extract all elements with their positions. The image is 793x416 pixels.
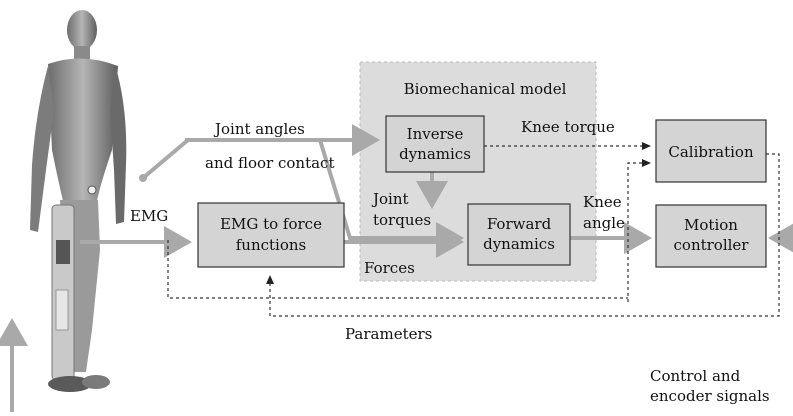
- floor-contact-to-forward-arrow: [185, 138, 464, 254]
- forward-dynamics-line-2: dynamics: [483, 235, 555, 253]
- forward-dynamics-block[interactable]: Forward dynamics: [467, 203, 571, 266]
- emg-to-force-line-1: EMG to force: [220, 215, 322, 233]
- emg-label: EMG: [130, 207, 168, 225]
- parameters-label: Parameters: [345, 325, 432, 343]
- motion-controller-line-1: Motion: [684, 216, 738, 234]
- forward-dynamics-line-1: Forward: [487, 215, 552, 233]
- inverse-dynamics-block[interactable]: Inverse dynamics: [385, 115, 485, 173]
- calibration-block[interactable]: Calibration: [655, 119, 767, 183]
- emg-to-force-block[interactable]: EMG to force functions: [197, 202, 345, 268]
- inverse-dynamics-line-2: dynamics: [399, 145, 471, 163]
- floor-contact-label: and floor contact: [205, 154, 334, 172]
- biomechanical-model-title: Biomechanical model: [404, 80, 567, 98]
- knee-torque-label: Knee torque: [521, 118, 615, 136]
- motion-controller-line-2: controller: [674, 236, 750, 254]
- control-signals-label-line-1: Control and: [650, 367, 741, 385]
- forces-label: Forces: [364, 259, 415, 277]
- emg-to-force-line-2: functions: [236, 236, 307, 254]
- knee-angle-label-line-2: angle: [583, 214, 625, 232]
- parameters-feedback-arrow: [266, 153, 780, 317]
- joint-angles-label: Joint angles: [213, 120, 305, 138]
- human-figure-illustration: [30, 10, 127, 392]
- joint-torques-label-line-2: torques: [373, 211, 431, 229]
- control-signals-label-line-2: encoder signals: [650, 387, 770, 405]
- calibration-label: Calibration: [668, 143, 754, 161]
- joint-torques-label-line-1: Joint: [371, 190, 409, 208]
- motion-controller-block[interactable]: Motion controller: [655, 204, 767, 268]
- knee-angle-label-line-1: Knee: [583, 193, 622, 211]
- emg-to-calibration-dashed-line: [167, 240, 628, 299]
- knee-angle-to-calibration-arrow: [627, 159, 651, 302]
- inverse-dynamics-line-1: Inverse: [407, 125, 464, 143]
